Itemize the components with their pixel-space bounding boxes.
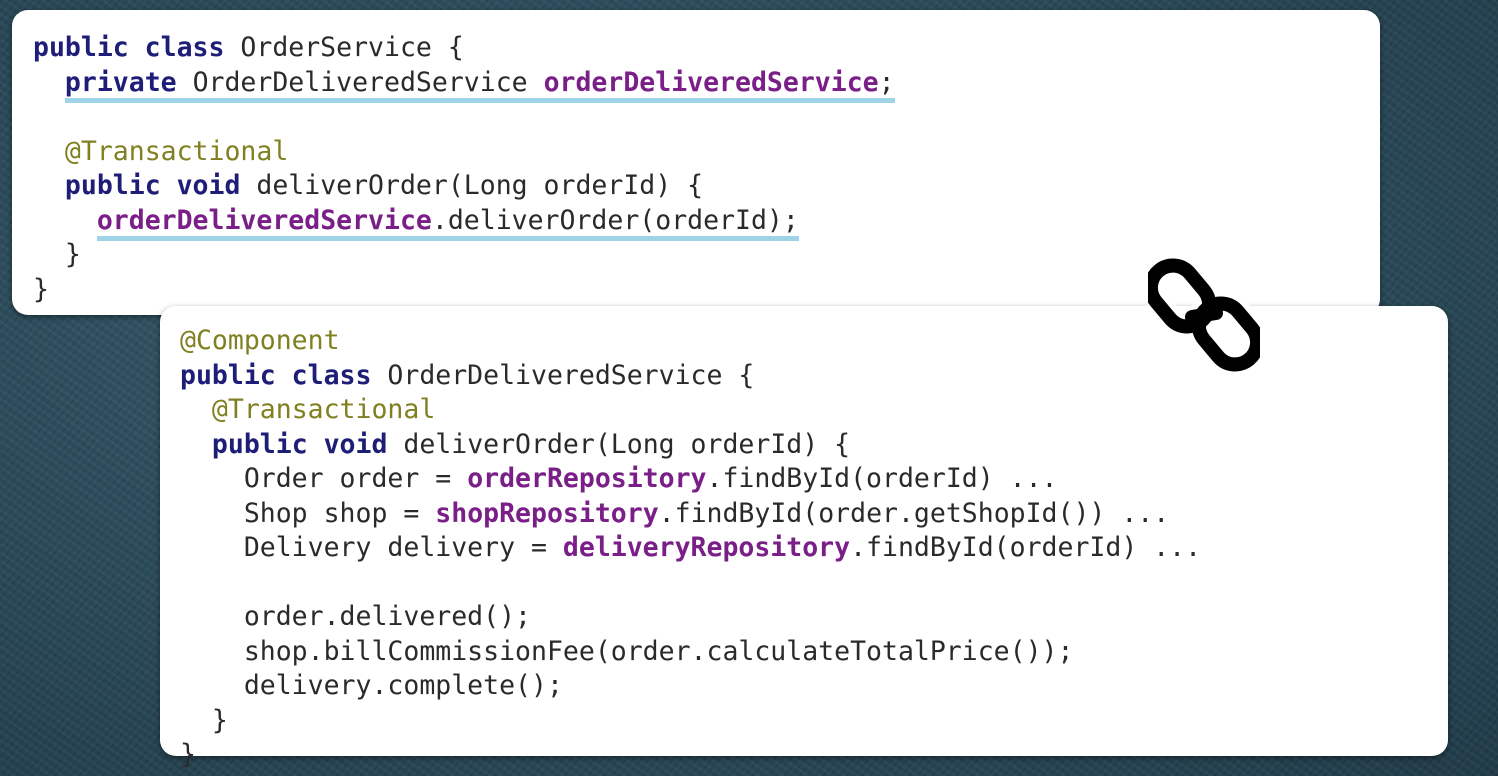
- method-call: .deliverOrder(orderId);: [431, 204, 799, 236]
- indent: [33, 136, 65, 167]
- statement-prefix: Order order =: [180, 463, 468, 494]
- code-line: }: [33, 239, 81, 270]
- keyword: public class: [180, 359, 372, 391]
- annotation: @Transactional: [211, 394, 436, 425]
- blank-line: [180, 566, 1448, 601]
- type-name: OrderDeliveredService: [176, 66, 544, 98]
- statement-prefix: Delivery delivery =: [180, 532, 563, 563]
- underlined-field-declaration: private OrderDeliveredService orderDeliv…: [64, 66, 895, 103]
- code-line: Delivery delivery = deliveryRepository.f…: [180, 531, 1448, 566]
- keyword: public class: [33, 32, 225, 63]
- indent: [33, 67, 65, 98]
- keyword: public void: [211, 428, 388, 460]
- blank-line: [33, 100, 1380, 135]
- underlined-call: orderDeliveredService.deliverOrder(order…: [96, 204, 799, 241]
- class-name: OrderService {: [224, 32, 464, 63]
- code-line: public class OrderDeliveredService {: [180, 359, 1448, 394]
- indent: [33, 170, 65, 201]
- field-name: orderDeliveredService: [96, 204, 432, 236]
- indent: [180, 429, 212, 460]
- indent: [180, 394, 212, 425]
- code-line: order.delivered();: [180, 601, 531, 632]
- code-line: @Transactional: [180, 393, 1448, 428]
- method-call: .findById(orderId) ...: [850, 532, 1202, 563]
- code-line: public void deliverOrder(Long orderId) {: [33, 169, 1380, 204]
- keyword: public void: [64, 170, 241, 201]
- field-name: deliveryRepository: [562, 532, 851, 563]
- annotation: @Component: [180, 325, 340, 356]
- code-line: shop.billCommissionFee(order.calculateTo…: [180, 635, 1074, 667]
- code-line: Order order = orderRepository.findById(o…: [180, 462, 1448, 497]
- code-line: }: [180, 704, 228, 736]
- field-name: orderDeliveredService: [543, 66, 879, 98]
- method-signature: deliverOrder(Long orderId) {: [240, 170, 704, 201]
- code-line: public void deliverOrder(Long orderId) {: [180, 428, 1448, 463]
- field-name: orderRepository: [467, 463, 707, 494]
- method-call: .findById(orderId) ...: [706, 463, 1058, 494]
- method-call: .findById(order.getShopId()) ...: [658, 497, 1170, 529]
- method-signature: deliverOrder(Long orderId) {: [387, 428, 851, 460]
- code-line: orderDeliveredService.deliverOrder(order…: [33, 204, 1380, 241]
- statement-prefix: Shop shop =: [180, 497, 436, 529]
- code-line: public class OrderService {: [33, 31, 1380, 66]
- chain-link-icon: [1148, 255, 1260, 375]
- indent: [33, 205, 97, 236]
- code-line: Shop shop = shopRepository.findById(orde…: [180, 497, 1448, 532]
- code-line: private OrderDeliveredService orderDeliv…: [33, 66, 1380, 103]
- semicolon: ;: [878, 66, 895, 98]
- keyword: private: [64, 66, 177, 98]
- code-line: @Transactional: [33, 135, 1380, 170]
- code-line: @Component: [180, 324, 1448, 359]
- annotation: @Transactional: [64, 135, 289, 167]
- field-name: shopRepository: [435, 497, 659, 529]
- class-name: OrderDeliveredService {: [371, 359, 755, 391]
- order-service-code-card: public class OrderService { private Orde…: [12, 10, 1380, 315]
- code-line: }: [33, 273, 49, 305]
- order-delivered-service-code-card: @Component public class OrderDeliveredSe…: [160, 306, 1448, 770]
- code-line: }: [180, 739, 196, 770]
- code-line: delivery.complete();: [180, 670, 563, 701]
